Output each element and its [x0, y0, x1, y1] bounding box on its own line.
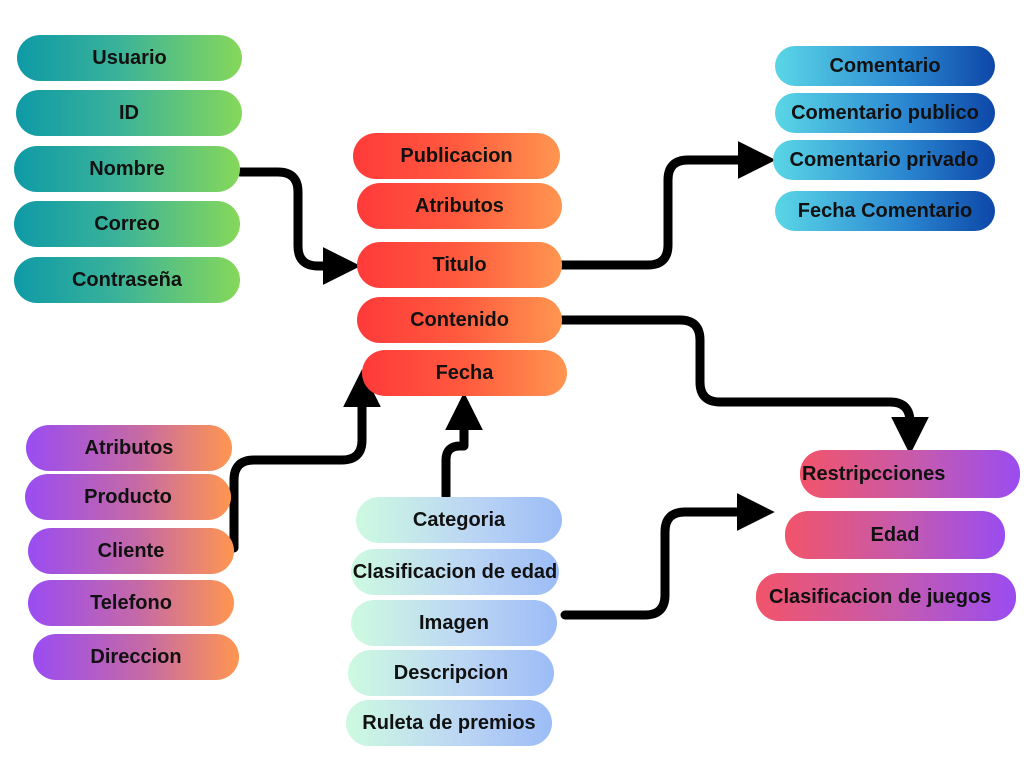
node-comentario-privado: Comentario privado — [773, 140, 995, 180]
node-titulo: Titulo — [357, 242, 562, 288]
node-contenido: Contenido — [357, 297, 562, 343]
arrow-nombre-to-titulo — [235, 167, 361, 285]
node-comentario-publico: Comentario publico — [775, 93, 995, 133]
node-clasificacion-de-edad: Clasificacion de edad — [351, 549, 559, 595]
node-categoria: Categoria — [356, 497, 562, 543]
node-publicacion: Publicacion — [353, 133, 560, 179]
node-comentario: Comentario — [775, 46, 995, 86]
node-fecha: Fecha — [362, 350, 567, 396]
node-usuario: Usuario — [17, 35, 242, 81]
arrow-titulo-to-comentario-privado — [557, 141, 776, 270]
node-producto: Producto — [25, 474, 231, 520]
node-id: ID — [16, 90, 242, 136]
node-edad: Edad — [785, 511, 1005, 559]
node-clasificacion-de-juegos: Clasificacion de juegos — [756, 573, 1016, 621]
node-telefono: Telefono — [28, 580, 234, 626]
node-direccion: Direccion — [33, 634, 239, 680]
node-atributos-publicacion: Atributos — [357, 183, 562, 229]
arrow-contenido-to-restripcciones — [557, 315, 929, 455]
node-ruleta-de-premios: Ruleta de premios — [346, 700, 552, 746]
node-imagen: Imagen — [351, 600, 557, 646]
node-fecha-comentario: Fecha Comentario — [775, 191, 995, 231]
arrow-cliente-to-fecha — [229, 369, 381, 553]
node-cliente: Cliente — [28, 528, 234, 574]
node-correo: Correo — [14, 201, 240, 247]
arrow-imagen-to-restricciones — [560, 493, 775, 620]
node-descripcion: Descripcion — [348, 650, 554, 696]
node-nombre: Nombre — [14, 146, 240, 192]
node-atributos-producto: Atributos — [26, 425, 232, 471]
arrow-categoria-to-fecha — [441, 392, 483, 501]
node-contrasena: Contraseña — [14, 257, 240, 303]
node-restripcciones: Restripcciones — [800, 450, 1020, 498]
